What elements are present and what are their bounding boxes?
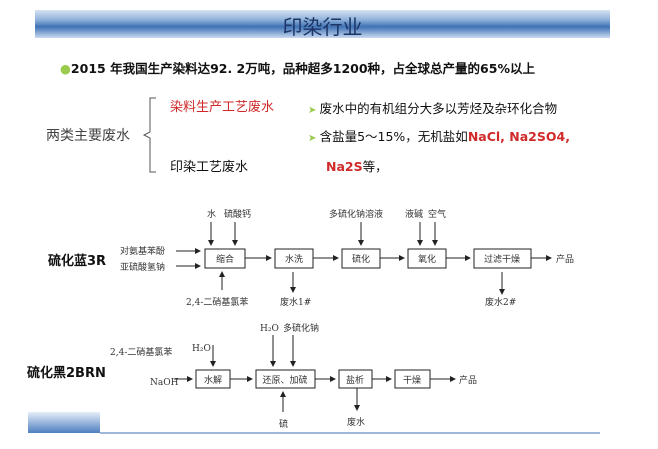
process2-diagram: 2,4-二硝基氯苯 NaOH H₂O H₂O 多硫化钠 水解 还原、加硫 盐析 …	[110, 322, 477, 430]
input-label: 2,4-二硝基氯苯	[186, 296, 248, 308]
point-2: ➤ 含盐量5～15%，无机盐如NaCl, Na2SO4,	[308, 126, 570, 145]
input-label: 对氨基苯酚	[120, 245, 165, 257]
step-label: 硫化	[352, 253, 370, 265]
waste-label: 废水	[347, 416, 365, 428]
type-printing: 印染工艺废水	[170, 160, 249, 175]
process1-name: 硫化蓝3R	[48, 254, 107, 269]
input-label: 空气	[428, 208, 446, 220]
point-1: ➤ 废水中的有机组分大多以芳烃及杂环化合物	[308, 98, 557, 117]
point-2-cont: Na2S等，	[326, 156, 388, 175]
input-label: H₂O	[192, 344, 211, 354]
salts-text-2: Na2S	[326, 159, 363, 174]
input-label: 多硫化钠	[283, 322, 319, 334]
step-label: 水解	[204, 374, 222, 386]
input-label: 亚硫酸氢钠	[120, 261, 165, 273]
step-label: 盐析	[346, 374, 364, 386]
arrow-bullet-icon: ➤	[308, 105, 320, 116]
title-bar: 印染行业	[35, 10, 610, 39]
bullet-text: 2015 年我国生产染料达92. 2万吨，品种超多1200种，占全球总产量的65…	[70, 61, 535, 76]
process1-diagram: 对氨基苯酚 亚硫酸氢钠 水 硫酸钙 多硫化钠溶液 液碱 空气 缩合 水洗 硫化 …	[120, 208, 574, 308]
input-label: 液碱	[405, 208, 423, 220]
step-label: 缩合	[216, 253, 234, 265]
arrow-bullet-icon: ➤	[308, 133, 320, 144]
bullet-line: ●2015 年我国生产染料达92. 2万吨，品种超多1200种，占全球总产量的6…	[60, 58, 535, 77]
input-label: 2,4-二硝基氯苯	[110, 346, 172, 358]
step-label: 还原、加硫	[262, 374, 307, 386]
slide-title: 印染行业	[282, 15, 363, 39]
waste-label: 废水1#	[280, 296, 311, 308]
input-label: 多硫化钠溶液	[329, 208, 383, 220]
product-label: 产品	[459, 374, 477, 386]
point-tail: 等，	[362, 159, 388, 174]
point-text: 废水中的有机组分大多以芳烃及杂环化合物	[319, 101, 558, 116]
waste-label: 废水2#	[485, 296, 516, 308]
divider	[100, 432, 600, 434]
input-label: 硫	[279, 418, 288, 430]
input-label: NaOH	[150, 378, 179, 388]
type-dye-production: 染料生产工艺废水	[170, 100, 275, 115]
step-label: 氧化	[418, 253, 436, 265]
step-label: 水洗	[285, 253, 303, 265]
decorative-bar	[28, 412, 100, 433]
brace-icon	[142, 97, 156, 173]
step-label: 干燥	[403, 375, 421, 386]
input-label: 硫酸钙	[224, 208, 251, 220]
step-label: 过滤干燥	[484, 253, 520, 265]
process2-name: 硫化黑2BRN	[27, 366, 106, 381]
category-label: 两类主要废水	[46, 128, 130, 144]
product-label: 产品	[556, 253, 574, 265]
point-text: 含盐量5～15%，无机盐如	[319, 129, 468, 144]
input-label: 水	[207, 208, 216, 220]
salts-text: NaCl, Na2SO4,	[467, 129, 570, 144]
input-label: H₂O	[260, 324, 279, 334]
bullet-dot-icon: ●	[60, 61, 71, 76]
